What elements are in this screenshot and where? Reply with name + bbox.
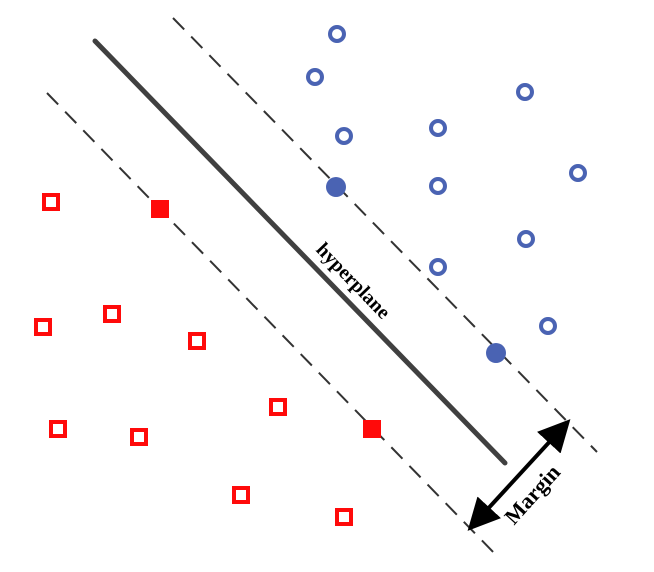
circle-point (429, 119, 447, 137)
circle-support-vector (486, 343, 506, 363)
hyperplane-label: hyperplane (312, 239, 395, 324)
circle-point (328, 25, 346, 43)
square-point (103, 305, 121, 323)
square-point (335, 508, 353, 526)
circle-point (517, 230, 535, 248)
square-support-vector (363, 420, 381, 438)
circle-point (335, 127, 353, 145)
upper-margin-line (172, 17, 598, 453)
circle-point (539, 317, 557, 335)
hyperplane-line (92, 38, 508, 466)
square-support-vector (151, 200, 169, 218)
margin-label: Margin (499, 460, 565, 529)
circle-support-vector (326, 177, 346, 197)
circle-point (569, 164, 587, 182)
square-point (188, 332, 206, 350)
square-point (269, 398, 287, 416)
circle-point (429, 258, 447, 276)
square-point (42, 193, 60, 211)
square-point (130, 428, 148, 446)
square-point (49, 420, 67, 438)
circle-point (516, 83, 534, 101)
lower-margin-line (46, 92, 498, 557)
margin-arrow (467, 419, 571, 531)
circle-point (306, 68, 324, 86)
square-point (232, 486, 250, 504)
circle-point (429, 177, 447, 195)
square-point (34, 318, 52, 336)
